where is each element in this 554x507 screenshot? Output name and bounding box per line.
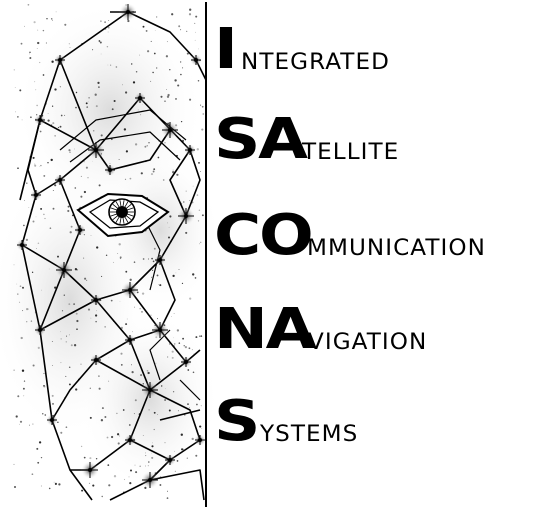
eye-icon [76, 192, 170, 238]
acronym-rest: ntegrated [240, 50, 390, 75]
acronym-line-systems: Systems [214, 389, 358, 474]
acronym-rest: ystems [260, 422, 359, 447]
acronym-rest: mmunication [306, 236, 486, 261]
acronym-initial: I [214, 17, 238, 82]
acronym-initial: S [214, 389, 260, 454]
starfield [0, 0, 220, 499]
acronym-line-integrated: Integrated [214, 17, 389, 102]
acronym-line-navigation: NAvigation [214, 297, 426, 382]
acronym-rest: vigation [308, 330, 428, 355]
acronym-line-communication: COmmunication [214, 203, 485, 288]
acronym-block: Integrated SAtellite COmmunication NAvig… [214, 0, 550, 507]
acronym-rest: tellite [301, 140, 399, 165]
acronym-line-satellite: SAtellite [214, 107, 398, 192]
bright-stars [16, 3, 206, 489]
acronym-initial: NA [214, 297, 315, 362]
acronym-initial: CO [214, 203, 314, 268]
acronym-initial: SA [214, 107, 308, 172]
